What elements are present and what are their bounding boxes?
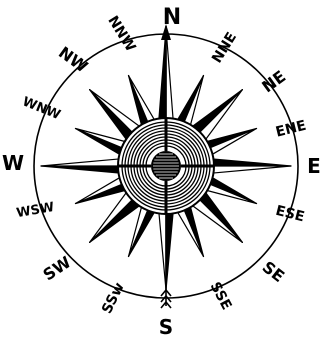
point-w-dark xyxy=(41,166,126,173)
label-se: SE xyxy=(259,257,288,286)
label-sse: SSE xyxy=(207,280,235,313)
center-hub xyxy=(118,118,214,214)
label-nnw: NNW xyxy=(104,13,138,54)
label-ese: ESE xyxy=(274,203,306,226)
label-s: S xyxy=(159,315,173,339)
point-s-dark xyxy=(166,206,173,290)
point-s-light xyxy=(159,206,166,290)
label-ne: NE xyxy=(258,67,289,97)
label-wnw: WNW xyxy=(20,94,62,123)
label-e: E xyxy=(307,154,320,178)
label-ene: ENE xyxy=(274,118,308,141)
label-w: W xyxy=(2,151,24,175)
label-nne: NNE xyxy=(209,30,240,66)
label-n: N xyxy=(163,5,181,30)
point-w-light xyxy=(41,159,126,166)
label-wsw: WSW xyxy=(15,200,55,221)
point-n-light xyxy=(166,28,173,126)
point-e-dark xyxy=(206,159,291,166)
label-ssw: SSw xyxy=(99,280,128,316)
point-n-dark xyxy=(159,28,166,126)
point-e-light xyxy=(206,166,291,173)
